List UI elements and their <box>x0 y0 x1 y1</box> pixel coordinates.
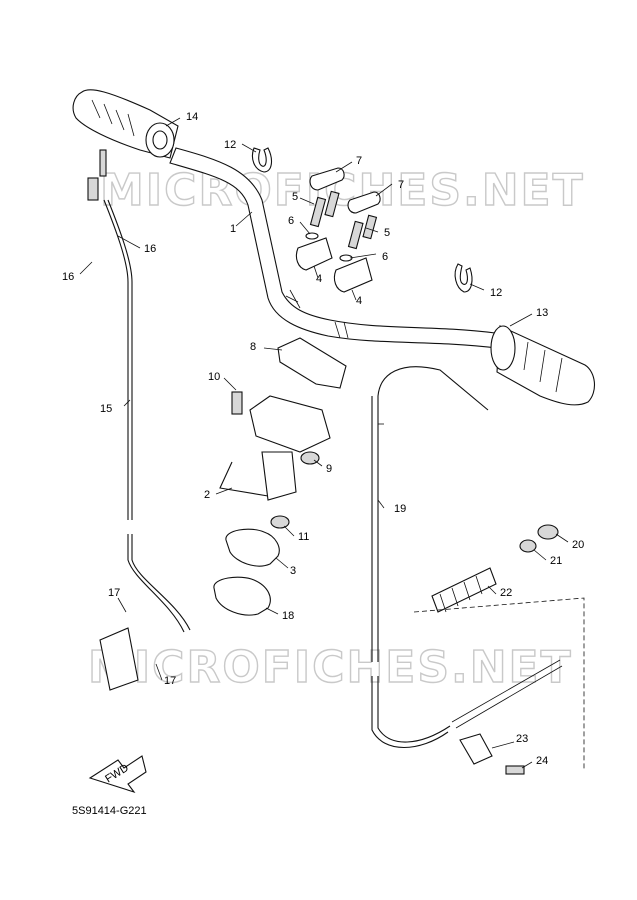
callout-22: 22 <box>500 587 512 599</box>
callout-18: 18 <box>282 610 294 622</box>
callout-16-b: 16 <box>62 271 74 283</box>
holder-cap-2 <box>347 191 381 214</box>
callout-24: 24 <box>536 755 548 767</box>
clip-left <box>251 147 273 173</box>
leader-lines <box>79 117 569 769</box>
left-grip <box>72 89 179 159</box>
throttle-housing <box>99 627 139 691</box>
cable-adjuster <box>87 177 99 201</box>
callout-19: 19 <box>394 503 406 515</box>
callout-11: 11 <box>298 531 309 543</box>
callout-12-right: 12 <box>490 287 502 299</box>
throttle-cable <box>107 199 191 631</box>
callout-21: 21 <box>550 555 562 567</box>
joint-23 <box>459 733 493 765</box>
holder-lower-2 <box>333 257 373 293</box>
band-18 <box>213 576 271 616</box>
callout-13: 13 <box>536 307 548 319</box>
crown-stem <box>261 451 297 501</box>
adjuster-21 <box>519 539 537 553</box>
callout-4-a: 4 <box>316 273 322 285</box>
callout-4-b: 4 <box>356 295 362 307</box>
callout-8: 8 <box>250 341 256 353</box>
callout-23: 23 <box>516 733 528 745</box>
callout-9: 9 <box>326 463 332 475</box>
callout-3: 3 <box>290 565 296 577</box>
callout-6-a: 6 <box>288 215 294 227</box>
bolt-24 <box>505 765 525 775</box>
callout-16-a: 16 <box>144 243 156 255</box>
callout-17-b: 17 <box>164 675 176 687</box>
callout-6-b: 6 <box>382 251 388 263</box>
handle-crown <box>249 395 331 453</box>
callout-7-a: 7 <box>356 155 362 167</box>
adjuster-20 <box>537 524 559 540</box>
bolt-10 <box>231 391 243 415</box>
callout-14: 14 <box>186 111 198 123</box>
callout-2: 2 <box>204 489 210 501</box>
callout-1: 1 <box>230 223 236 235</box>
callout-20: 20 <box>572 539 584 551</box>
holder-lower-1 <box>295 237 333 271</box>
upper-holder <box>277 337 347 389</box>
drawing-code: 5S91414-G221 <box>72 805 147 817</box>
callout-5-b: 5 <box>384 227 390 239</box>
watermark-bottom: MICROFICHES.NET <box>88 642 573 693</box>
nut-9 <box>300 451 320 465</box>
callout-12-left: 12 <box>224 139 236 151</box>
callout-10: 10 <box>208 371 220 383</box>
callout-15: 15 <box>100 403 112 415</box>
cable-end <box>99 149 107 177</box>
clip-right <box>454 263 473 293</box>
holder-bolts <box>305 190 378 262</box>
callout-7-b: 7 <box>398 179 404 191</box>
fwd-arrow-icon: FWD <box>88 755 147 794</box>
callout-5-a: 5 <box>292 191 298 203</box>
callout-17-a: 17 <box>108 587 120 599</box>
right-grip <box>490 325 595 406</box>
band-3 <box>225 528 280 567</box>
nut-11 <box>270 515 290 529</box>
brake-cable <box>377 366 489 743</box>
spring <box>431 567 497 613</box>
